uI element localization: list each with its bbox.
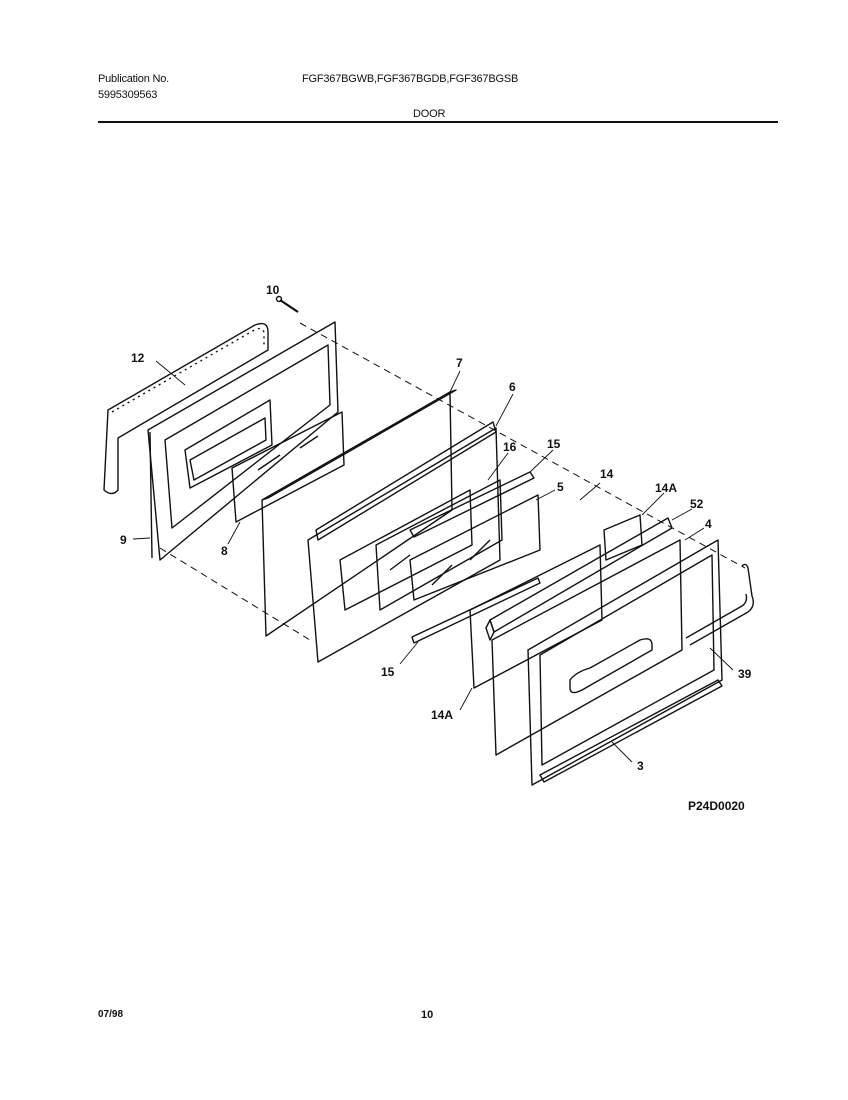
door-handle <box>685 563 755 646</box>
part-label-14a-lower: 14A <box>431 708 454 722</box>
outer-glass-film-upper <box>603 514 643 561</box>
part-label-15-upper: 15 <box>547 437 561 451</box>
inner-door-panel <box>307 421 501 663</box>
bottom-trim <box>539 679 723 783</box>
inner-door-liner <box>147 321 339 561</box>
header-rule <box>98 121 778 123</box>
spacer-glass <box>375 479 503 611</box>
middle-glass <box>409 494 541 601</box>
part-label-7: 7 <box>456 356 463 370</box>
outer-glass-film-lower <box>491 539 683 756</box>
part-label-15-lower: 15 <box>381 665 395 679</box>
part-label-14: 14 <box>600 467 614 481</box>
gasket-part <box>103 322 269 495</box>
part-label-10: 10 <box>266 283 280 297</box>
door-trim <box>485 517 673 641</box>
part-label-14a-upper: 14A <box>655 481 678 495</box>
publication-number: 5995309563 <box>98 89 158 101</box>
part-label-5: 5 <box>557 480 564 494</box>
footer-date: 07/98 <box>98 1009 124 1020</box>
part-label-9: 9 <box>120 533 127 547</box>
publication-label: Publication No. <box>98 73 169 85</box>
part-label-3: 3 <box>637 759 644 773</box>
part-label-6: 6 <box>509 380 516 394</box>
glass-retainer-lower <box>411 577 541 644</box>
glass-retainer-upper <box>409 471 535 538</box>
part-label-4: 4 <box>705 517 712 531</box>
outer-glass <box>469 544 603 689</box>
inner-glass <box>231 411 345 523</box>
section-title: DOOR <box>413 108 446 120</box>
page-number: 10 <box>421 1009 434 1021</box>
part-label-8: 8 <box>221 544 228 558</box>
part-label-12: 12 <box>131 351 145 365</box>
outer-door-panel <box>527 539 723 786</box>
model-numbers: FGF367BGWB,FGF367BGDB,FGF367BGSB <box>302 73 519 85</box>
part-label-16: 16 <box>503 440 517 454</box>
screw-part <box>275 295 299 313</box>
figure-code: P24D0020 <box>688 799 745 813</box>
part-label-52: 52 <box>690 497 704 511</box>
part-label-39: 39 <box>738 667 752 681</box>
